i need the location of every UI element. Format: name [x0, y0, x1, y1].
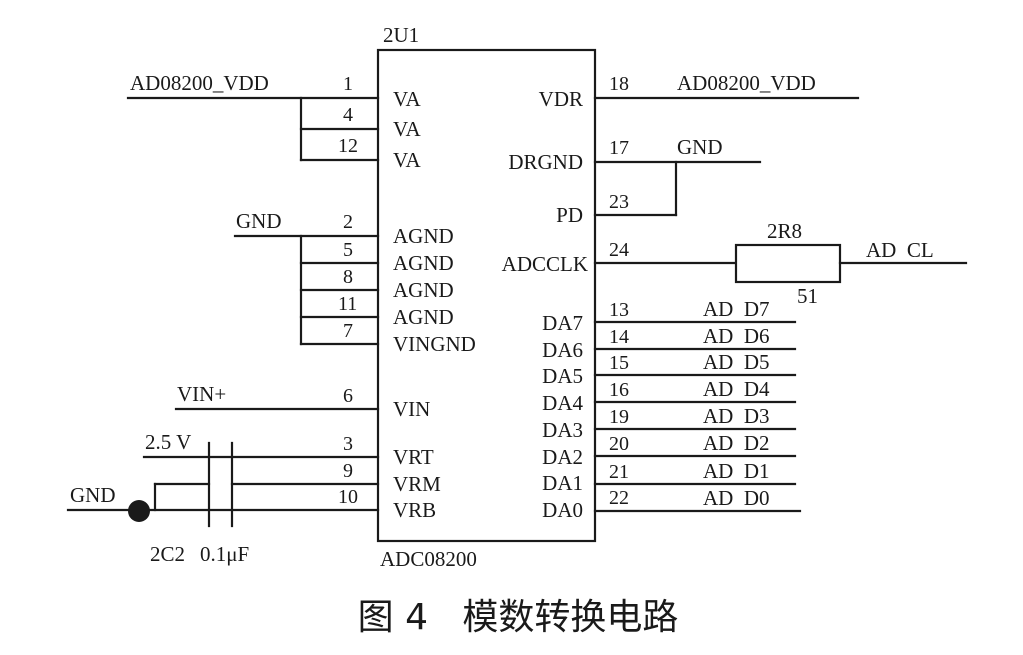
pin-number: 19: [609, 406, 629, 428]
pin-number: 10: [338, 486, 358, 508]
pin-number: 11: [338, 293, 357, 315]
pin-name: DA4: [542, 391, 583, 415]
pin-name: DA0: [542, 498, 583, 522]
pin-name: VRB: [393, 498, 436, 522]
pin-number: 2: [343, 211, 353, 233]
data-net-label: AD D4: [703, 377, 770, 401]
vdr-net-label: AD08200_VDD: [677, 71, 816, 95]
vin-net-label: VIN+: [177, 382, 226, 406]
pin-name: VA: [393, 117, 421, 141]
pin-name: VIN: [393, 397, 430, 421]
data-net-labels: AD D7 AD D6 AD D5 AD D4 AD D3 AD D2 AD D…: [703, 297, 770, 510]
figure-caption: 图 4 模数转换电路: [358, 597, 679, 638]
capacitor-ref-label: 2C2: [150, 542, 185, 566]
pin-name: VA: [393, 148, 421, 172]
pin-name: ADCCLK: [502, 252, 588, 276]
capacitor-value-label: 0.1μF: [200, 542, 249, 566]
pin-number: 24: [609, 239, 629, 261]
pin-name: DA7: [542, 311, 583, 335]
pin-name: VDR: [539, 87, 583, 111]
pin-name: DA3: [542, 418, 583, 442]
pin-name: PD: [556, 203, 583, 227]
pin-name: AGND: [393, 224, 454, 248]
pin-name: DRGND: [508, 150, 583, 174]
pin-number: 1: [343, 73, 353, 95]
pin-number: 7: [343, 320, 353, 342]
pin-name: DA5: [542, 364, 583, 388]
pin-number: 4: [343, 104, 353, 126]
pin-name: DA6: [542, 338, 583, 362]
pin-name: AGND: [393, 251, 454, 275]
va-net-label: AD08200_VDD: [130, 71, 269, 95]
left-pin-group: 1 VA 4 VA 12 VA 2 AGND 5 AGND 8 AGND 11 …: [338, 73, 476, 522]
right-pin-group: 18 VDR 17 DRGND 23 PD 24 ADCCLK 13 DA7 1…: [502, 73, 629, 522]
pin-number: 21: [609, 461, 629, 483]
adc-chip-body: [376, 48, 597, 543]
vrt-net-label: 2.5 V: [145, 430, 191, 454]
pin-number: 16: [609, 379, 629, 401]
pin-number: 3: [343, 433, 353, 455]
pin-name: VRM: [393, 472, 441, 496]
clock-net-label: AD CL: [866, 238, 934, 262]
resistor-ref-label: 2R8: [767, 219, 802, 243]
data-net-label: AD D0: [703, 486, 770, 510]
pin-name: AGND: [393, 278, 454, 302]
pin-name: DA2: [542, 445, 583, 469]
pin-number: 9: [343, 460, 353, 482]
agnd-net-label: GND: [236, 209, 282, 233]
pin-name: VINGND: [393, 332, 476, 356]
data-net-label: AD D3: [703, 404, 770, 428]
pin-number: 8: [343, 266, 353, 288]
data-net-label: AD D7: [703, 297, 770, 321]
pin-name: AGND: [393, 305, 454, 329]
drgnd-net-label: GND: [677, 135, 723, 159]
data-net-label: AD D1: [703, 459, 770, 483]
pin-number: 15: [609, 352, 629, 374]
pin-number: 23: [609, 191, 629, 213]
resistor-value-label: 51: [797, 284, 818, 308]
gnd-junction-dot: [128, 500, 150, 522]
pin-name: VA: [393, 87, 421, 111]
data-net-label: AD D2: [703, 431, 770, 455]
pin-number: 14: [609, 326, 629, 348]
pin-number: 12: [338, 135, 358, 157]
vrb-net-label: GND: [70, 483, 116, 507]
data-net-label: AD D6: [703, 324, 770, 348]
pin-number: 22: [609, 487, 629, 509]
chip-ref-label: 2U1: [383, 23, 419, 47]
resistor-body: [734, 243, 842, 284]
pin-number: 6: [343, 385, 353, 407]
chip-part-label: ADC08200: [380, 547, 477, 571]
pin-number: 17: [609, 137, 629, 159]
pin-name: DA1: [542, 471, 583, 495]
pin-number: 20: [609, 433, 629, 455]
pin-name: VRT: [393, 445, 434, 469]
data-net-label: AD D5: [703, 350, 770, 374]
pin-number: 13: [609, 299, 629, 321]
pin-number: 5: [343, 239, 353, 261]
pin-number: 18: [609, 73, 629, 95]
